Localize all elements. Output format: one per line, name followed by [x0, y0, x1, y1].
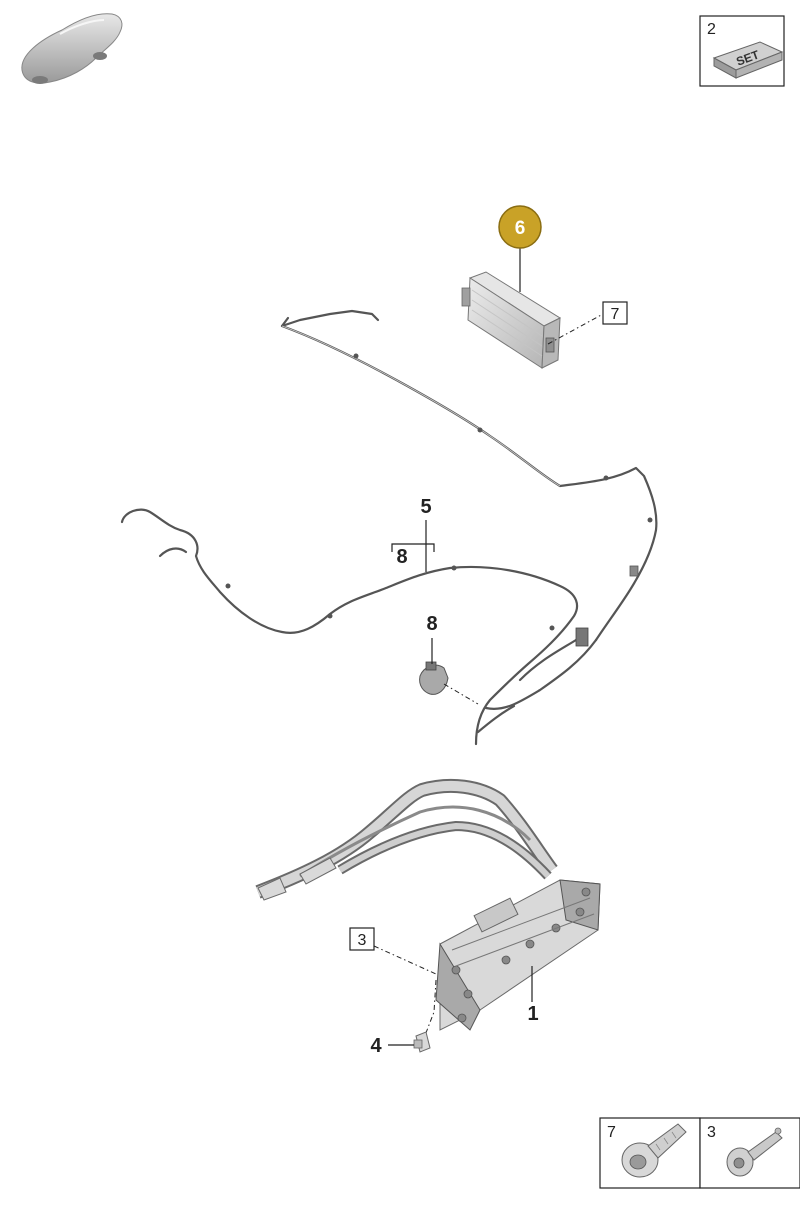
callout-5[interactable]: 5: [391, 496, 435, 572]
fastener-cell-1-number: 7: [607, 1124, 616, 1141]
fastener-table: 7 3: [599, 1117, 800, 1189]
callout-5-label: 5: [420, 496, 431, 518]
upper-wiring-harness: [280, 309, 658, 642]
callout-4-label: 4: [370, 1035, 382, 1057]
callout-6-label: 6: [515, 218, 526, 239]
roof-frame-assembly: [255, 778, 601, 1031]
callout-8-upper[interactable]: 8: [396, 546, 407, 568]
connector-part: [419, 661, 479, 705]
callout-1-label: 1: [527, 1003, 538, 1025]
lower-wiring-harness: [120, 508, 598, 746]
flange-bolt-icon: [621, 1123, 687, 1178]
callout-8-lower[interactable]: 8: [426, 613, 438, 664]
boxed-ref-7[interactable]: 7: [547, 301, 628, 345]
set-box-number: 2: [707, 21, 716, 38]
fastener-cell-2-number: 3: [707, 1124, 716, 1141]
callout-1[interactable]: 1: [527, 966, 539, 1025]
callout-4[interactable]: 4: [370, 1035, 414, 1057]
set-kit-box: 2 SET: [699, 15, 785, 87]
set-kit-icon: SET: [712, 41, 784, 79]
boxed-ref-3[interactable]: 3: [349, 927, 437, 1039]
car-silhouette-icon: [21, 13, 123, 84]
boxed-ref-3-label: 3: [358, 932, 367, 949]
callout-6[interactable]: 6: [498, 205, 542, 292]
boxed-ref-7-label: 7: [611, 306, 620, 323]
callout-8-upper-label: 8: [396, 546, 407, 568]
callout-8-lower-label: 8: [426, 613, 437, 635]
control-unit: [461, 271, 562, 369]
clip-part: [413, 1031, 431, 1053]
torx-screw-icon: [726, 1127, 783, 1177]
